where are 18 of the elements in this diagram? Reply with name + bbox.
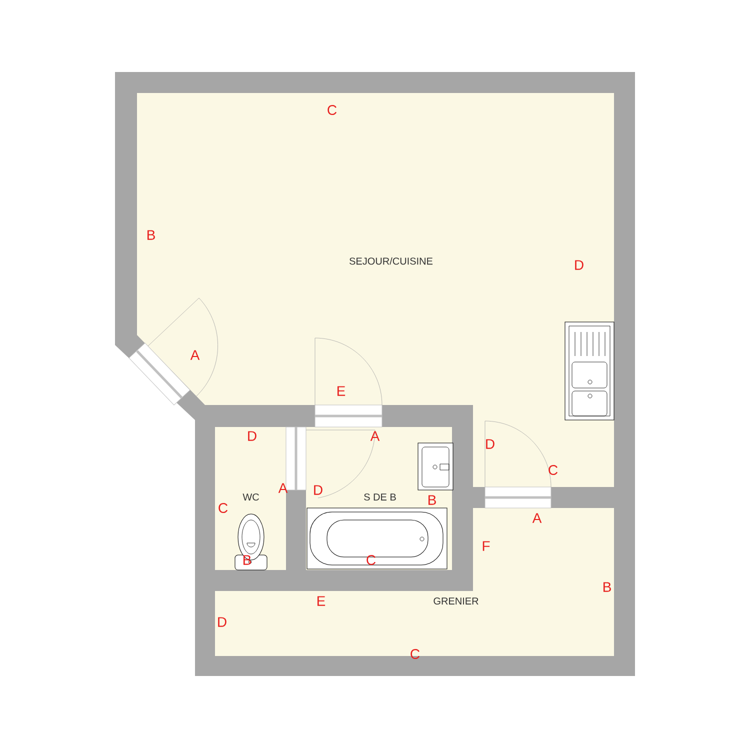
wall-label: F	[482, 541, 490, 551]
wall-label: B	[147, 230, 155, 240]
wall-label: D	[314, 485, 322, 495]
wall-label: D	[486, 439, 494, 449]
wall-label: C	[410, 649, 420, 659]
wall-label: E	[337, 386, 346, 396]
wall-label: A	[370, 431, 380, 441]
wall-label: A	[532, 513, 542, 523]
wall-label: B	[603, 582, 611, 592]
wall-label: D	[248, 431, 256, 441]
wall-label: C	[548, 465, 558, 475]
wall-label: C	[328, 105, 337, 115]
wall-label: A	[190, 350, 200, 360]
wall-label: D	[218, 617, 226, 627]
wall-label: D	[575, 260, 584, 270]
wall-label: B	[428, 495, 436, 505]
wall-label: E	[317, 596, 326, 606]
wall-label: C	[366, 555, 376, 565]
